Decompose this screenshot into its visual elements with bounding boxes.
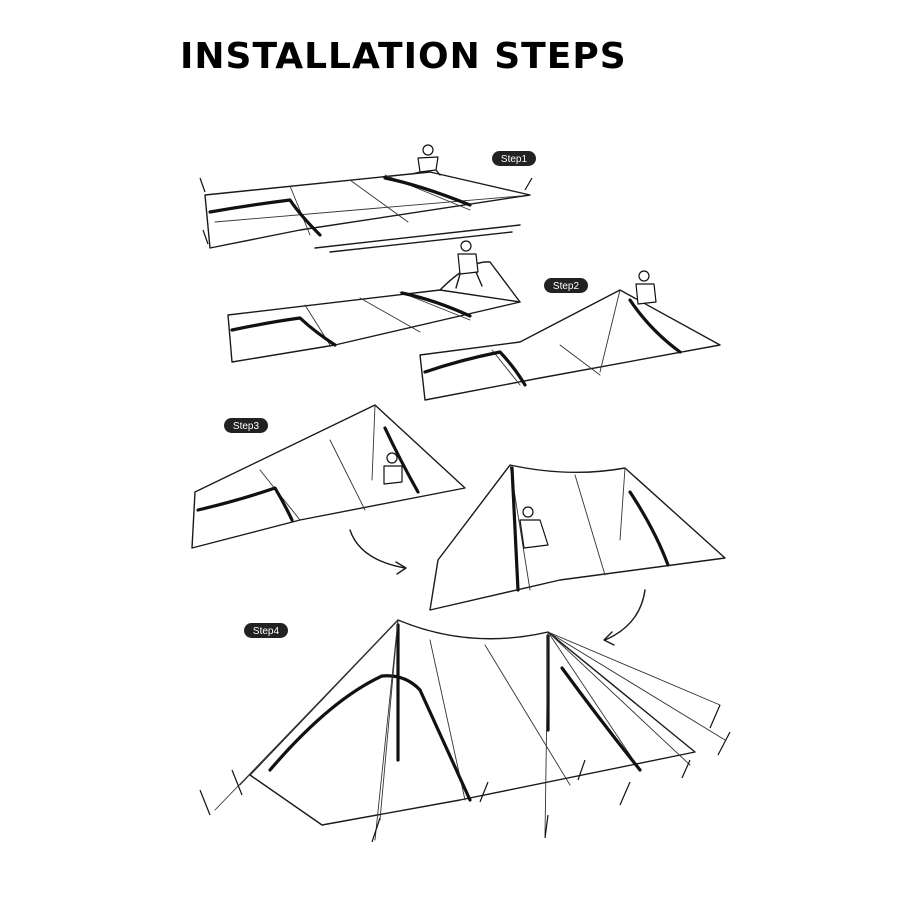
step3b-person bbox=[519, 506, 549, 549]
step2b-seams bbox=[491, 289, 621, 386]
step2a-seams bbox=[304, 291, 471, 346]
step2-illustration-b bbox=[419, 270, 721, 401]
svg-text:Step3: Step3 bbox=[233, 421, 260, 432]
step4-pegs bbox=[199, 704, 731, 843]
step2a-pole-sleeve bbox=[230, 291, 472, 347]
svg-text:Step4: Step4 bbox=[253, 626, 280, 637]
step1-illustration bbox=[199, 144, 533, 253]
page-title: INSTALLATION STEPS bbox=[180, 36, 627, 77]
step3a-seams bbox=[259, 404, 376, 521]
step2a-person bbox=[455, 240, 483, 289]
transition-arrow-2 bbox=[604, 589, 646, 641]
step3-illustration-a bbox=[191, 404, 466, 549]
step1-person bbox=[411, 144, 441, 176]
step1-pegs bbox=[199, 177, 533, 245]
step1-badge: Step1 bbox=[492, 151, 536, 166]
step1-poles bbox=[314, 224, 521, 253]
step2b-person bbox=[635, 270, 657, 305]
step3-badge: Step3 bbox=[224, 418, 268, 433]
step3b-tent-outline bbox=[429, 464, 726, 611]
transition-arrow-1 bbox=[349, 529, 406, 569]
step3-illustration-b bbox=[429, 464, 726, 611]
svg-text:Step1: Step1 bbox=[501, 154, 528, 165]
step4-tent-outline bbox=[249, 619, 696, 826]
step3a-person bbox=[383, 452, 403, 485]
step3a-tent-outline bbox=[191, 404, 466, 549]
step4-guy-lines bbox=[214, 619, 726, 841]
svg-text:Step2: Step2 bbox=[553, 281, 580, 292]
step2-badge: Step2 bbox=[544, 278, 588, 293]
step2a-tent-outline bbox=[227, 289, 521, 363]
step3b-poles bbox=[510, 466, 670, 592]
transition-arrow-2-head bbox=[603, 631, 615, 646]
transition-arrow-1-head bbox=[395, 561, 407, 575]
step1-tent-outline bbox=[204, 171, 531, 249]
step4-poles bbox=[268, 623, 642, 802]
step4-illustration bbox=[199, 619, 731, 843]
step2-illustration-a bbox=[227, 240, 521, 363]
step4-seams bbox=[379, 619, 641, 821]
step2b-tent-outline bbox=[419, 289, 721, 401]
step2b-pole-sleeve bbox=[423, 298, 682, 387]
step1-seam-lines bbox=[214, 174, 521, 236]
step3a-pole-sleeve bbox=[196, 426, 420, 522]
step1-pole-sleeve bbox=[208, 176, 472, 237]
step4-badge: Step4 bbox=[244, 623, 288, 638]
